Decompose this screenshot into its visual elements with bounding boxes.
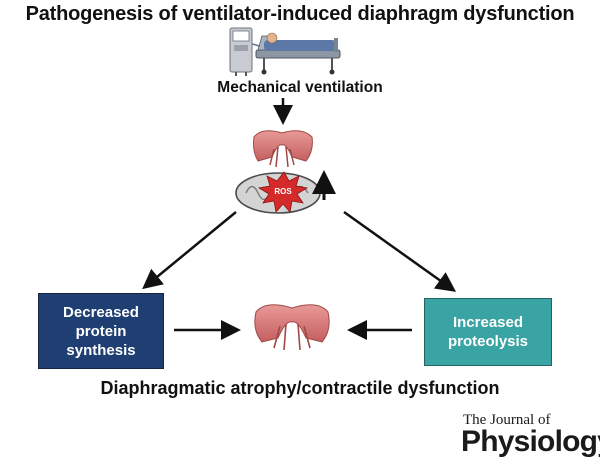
outcome-label: Diaphragmatic atrophy/contractile dysfun… [100, 378, 500, 398]
increased-proteolysis-box: Increased proteolysis [424, 298, 552, 366]
journal-logo-line2: Physiology [461, 425, 600, 458]
journal-logo-line1: The Journal of [463, 412, 551, 428]
diagram-title: Pathogenesis of ventilator-induced diaph… [25, 3, 575, 25]
decreased-protein-synthesis-box: Decreased protein synthesis [38, 293, 164, 369]
arrow-to-right-box [343, 210, 457, 292]
trigger-label: Mechanical ventilation [217, 79, 383, 96]
arrow-to-left-box [142, 211, 237, 290]
diaphragm-icon [254, 304, 330, 351]
patient-bed-icon [255, 32, 341, 75]
ventilator-icon [229, 27, 269, 76]
ros-label: ROS [274, 187, 292, 196]
diaphragm-icon [253, 130, 313, 168]
ros-burst-icon: ROS [257, 171, 309, 213]
